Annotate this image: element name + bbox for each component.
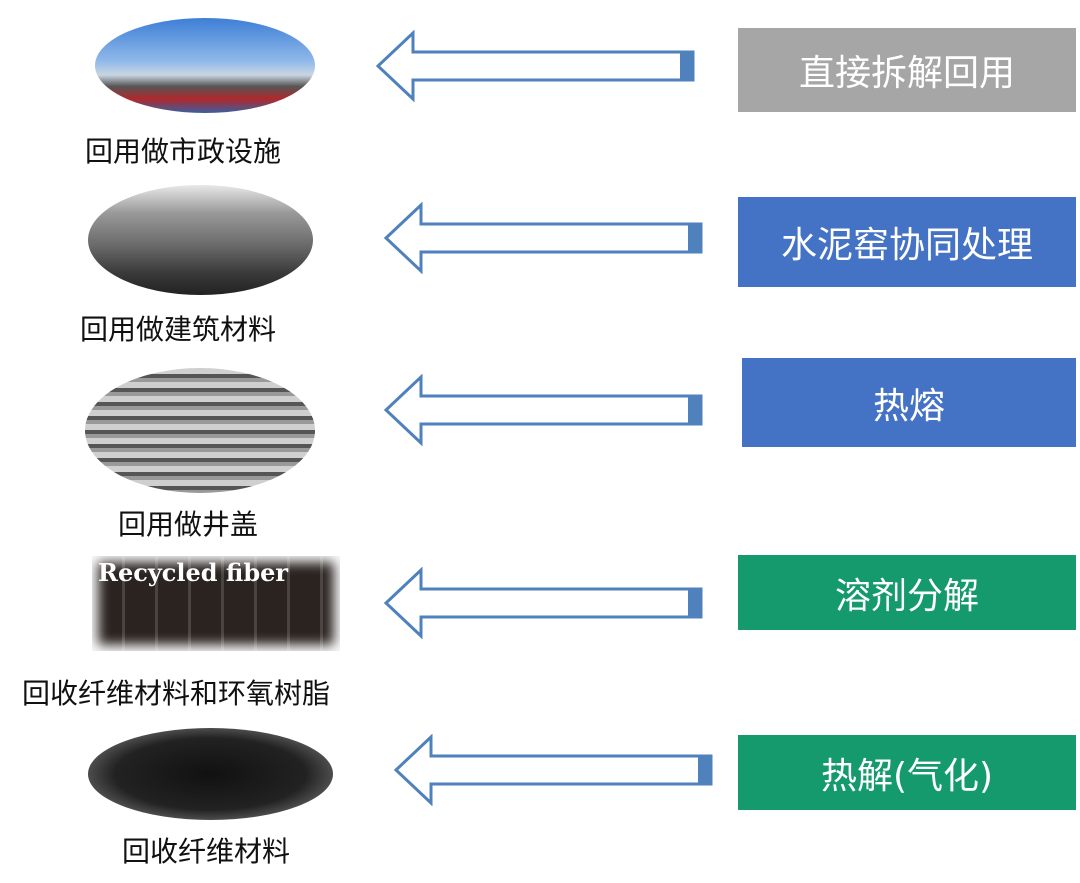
arrow-left-icon xyxy=(393,734,713,806)
municipal-facility-image xyxy=(95,18,315,113)
method-label: 直接拆解回用 xyxy=(798,53,1015,94)
method-box-pyrolysis: 热解(气化) xyxy=(738,735,1076,810)
arrow-left-icon xyxy=(383,374,703,446)
use-label: 回收纤维材料和环氧树脂 xyxy=(22,677,331,710)
method-box-hot-melt: 热熔 xyxy=(742,358,1076,447)
method-box-disassembly: 直接拆解回用 xyxy=(738,28,1076,112)
method-label: 热解(气化) xyxy=(820,755,994,797)
arrow-left-icon xyxy=(383,202,703,274)
building-material-image xyxy=(88,185,313,295)
method-label: 溶剂分解 xyxy=(834,575,979,617)
method-label: 水泥窑协同处理 xyxy=(780,225,1033,266)
image-caption: Recycled fiber xyxy=(98,558,289,587)
manhole-cover-image xyxy=(85,368,315,493)
method-box-cement-kiln: 水泥窑协同处理 xyxy=(738,197,1076,287)
arrow-left-icon xyxy=(383,567,703,639)
use-label: 回用做井盖 xyxy=(118,508,259,541)
use-label: 回用做市政设施 xyxy=(85,135,282,168)
use-label: 回收纤维材料 xyxy=(122,835,291,868)
method-label: 热熔 xyxy=(872,385,945,427)
method-box-solvolysis: 溶剂分解 xyxy=(738,555,1076,630)
carbon-fiber-image xyxy=(88,728,333,820)
arrow-left-icon xyxy=(375,30,695,102)
recycled-fiber-image: Recycled fiber xyxy=(92,556,340,651)
use-label: 回用做建筑材料 xyxy=(80,313,277,346)
